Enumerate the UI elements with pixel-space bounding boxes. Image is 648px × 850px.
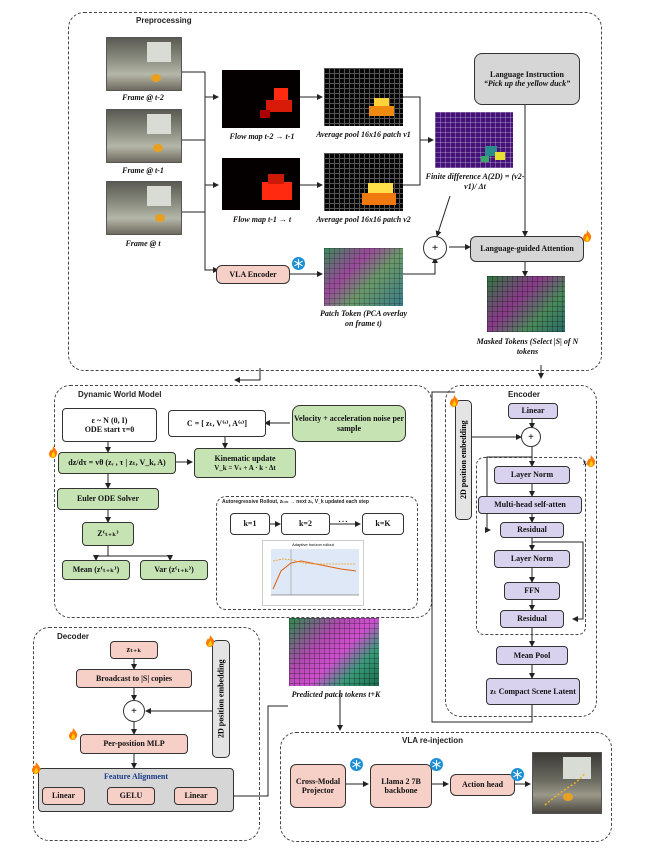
avg-pool-2-caption: Average pool 16x16 patch v2 (316, 215, 411, 224)
rollout-ellipsis: … (338, 514, 348, 525)
ode-start: ODE start τ=0 (84, 425, 135, 434)
frame-t-2-caption: Frame @ t-2 (122, 93, 164, 102)
frame-t-2-image (106, 37, 182, 91)
frame-t-1-image (106, 109, 182, 163)
language-instruction-title: Language Instruction (489, 69, 564, 79)
flow-map-1-image (222, 70, 300, 128)
trainable-fire-icon (450, 395, 459, 407)
masked-tokens-caption: Masked Tokens (Select |S| of N tokens (476, 337, 579, 356)
velocity-noise-box: Velocity + acceleration noise per sample (292, 405, 406, 442)
frame-t-caption: Frame @ t (125, 239, 161, 248)
trainable-fire-icon (206, 635, 215, 647)
decoder-region (33, 627, 260, 841)
ode-equation-box: dz/dτ = vθ (zᵣ , τ | zₜ, V_k, A) (58, 452, 176, 474)
finite-difference-caption: Finite difference A(2D) = (v2-v1)/ Δt (425, 172, 525, 191)
frame-t-image (106, 181, 182, 235)
masked-tokens-image (487, 276, 565, 332)
rollout-step-kK: k=K (362, 513, 404, 535)
flow-map-2-caption: Flow map t-1 → t (232, 215, 292, 224)
align-linear-a-box: Linear (42, 787, 85, 805)
frozen-snowflake-icon (292, 257, 305, 270)
noise-init-box: ε ~ N (0, I) ODE start τ=0 (62, 408, 157, 442)
dynamic-world-model-title: Dynamic World Model (78, 390, 162, 399)
kinematic-equation: V_k = Vₜ + A · k · Δt (214, 463, 276, 472)
encoder-sum-node: + (521, 427, 541, 447)
finite-difference-image (435, 112, 513, 168)
llama-backbone-box: Llama 2 7B backbone (370, 764, 432, 808)
predicted-tokens-image (289, 618, 379, 686)
residual-2-box: Residual (500, 610, 564, 628)
encoder-position-embedding: 2D position embedding (455, 400, 472, 520)
mean-box: Mean (z⁽ₜ₊ₖ⁾) (62, 560, 130, 580)
trainable-fire-icon (587, 455, 596, 467)
flow-map-1-caption: Flow map t-2 → t-1 (229, 132, 295, 141)
align-linear-b-box: Linear (174, 787, 218, 805)
trainable-fire-icon (69, 728, 78, 740)
avg-pool-1-image (324, 68, 403, 126)
repeat-count: x4 (583, 459, 590, 467)
mean-pool-box: Mean Pool (496, 646, 568, 665)
cross-modal-projector-box: Cross-Modal Projector (290, 764, 346, 808)
decoder-position-embedding: 2D position embedding (212, 640, 230, 758)
frame-t-1-caption: Frame @ t-1 (122, 166, 164, 175)
frozen-snowflake-icon (430, 758, 443, 771)
preprocessing-region (68, 12, 602, 371)
layer-norm-2-box: Layer Norm (494, 550, 570, 568)
euler-solver-box: Euler ODE Solver (57, 488, 159, 510)
rollout-step-k1: k=1 (230, 513, 270, 535)
ffn-box: FFN (504, 582, 560, 600)
mhsa-box: Multi-head self-atten (478, 496, 582, 514)
scene-latent-box: zₜ Compact Scene Latent (486, 678, 580, 705)
action-head-box: Action head (450, 774, 515, 796)
vla-encoder-box: VLA Encoder (216, 265, 290, 284)
avg-pool-2-image (324, 153, 403, 211)
noise-distribution: ε ~ N (0, I) (91, 415, 128, 425)
transformer-block-region (476, 457, 586, 635)
vla-reinjection-title: VLA re-injection (402, 736, 464, 745)
encoder-region (445, 385, 597, 717)
rollout-panel (216, 496, 418, 610)
vla-reinjection-region (280, 732, 612, 842)
kinematic-title: Kinematic update (214, 454, 276, 464)
adaptive-horizon-inset: Adaptive horizon rollout (262, 540, 364, 606)
language-guided-attention-box: Language-guided Attention (470, 236, 584, 262)
predicted-tokens-caption: Predicted patch tokens t+K (291, 690, 381, 699)
flow-map-2-image (222, 158, 300, 210)
decoder-title: Decoder (57, 632, 90, 641)
rollout-step-k2: k=2 (281, 513, 330, 535)
inset-title: Adaptive horizon rollout (292, 542, 334, 547)
dynamic-world-model-region (54, 385, 432, 618)
layer-norm-1-box: Layer Norm (494, 466, 570, 484)
align-gelu-box: GELU (107, 787, 155, 805)
trainable-fire-icon (583, 230, 592, 242)
conditioning-box: C = [ zₜ, V⁽ˢ⁾, A⁽ˢ⁾] (168, 410, 266, 437)
patch-token-image (324, 248, 403, 306)
patch-token-caption: Patch Token (PCA overlay on frame t) (319, 309, 408, 328)
language-instruction-text: “Pick up the yellow duck” (483, 79, 571, 88)
per-position-mlp-box: Per-position MLP (80, 734, 188, 754)
frozen-snowflake-icon (511, 768, 524, 781)
broadcast-box: Broadcast to |S| copies (76, 669, 192, 688)
var-box: Var (z⁽ₜ₊ₖ⁾) (140, 560, 208, 580)
encoder-linear-box: Linear (508, 403, 558, 419)
language-instruction-box: Language Instruction “Pick up the yellow… (474, 53, 580, 105)
decoder-z-input: zₜ₊ₖ (110, 641, 158, 659)
frozen-snowflake-icon (350, 758, 363, 771)
avg-pool-1-caption: Average pool 16x16 patch v1 (316, 130, 411, 139)
preprocessing-sum-node: + (423, 236, 447, 260)
kinematic-update-box: Kinematic update V_k = Vₜ + A · k · Δt (194, 448, 296, 478)
rollout-title: Autoregressive Rollout, zₜ₊ₖ → next zₜ, … (222, 499, 369, 505)
encoder-title: Encoder (508, 390, 541, 399)
z-next-box: Z⁽ₜ₊ₖ⁾ (82, 522, 134, 546)
preprocessing-title: Preprocessing (136, 16, 192, 25)
trainable-fire-icon (32, 762, 41, 774)
residual-1-box: Residual (500, 522, 564, 538)
trainable-fire-icon (49, 446, 58, 458)
robot-action-image (532, 752, 602, 814)
feature-alignment-title: Feature Alignment (103, 772, 169, 781)
decoder-sum-node: + (123, 700, 145, 722)
